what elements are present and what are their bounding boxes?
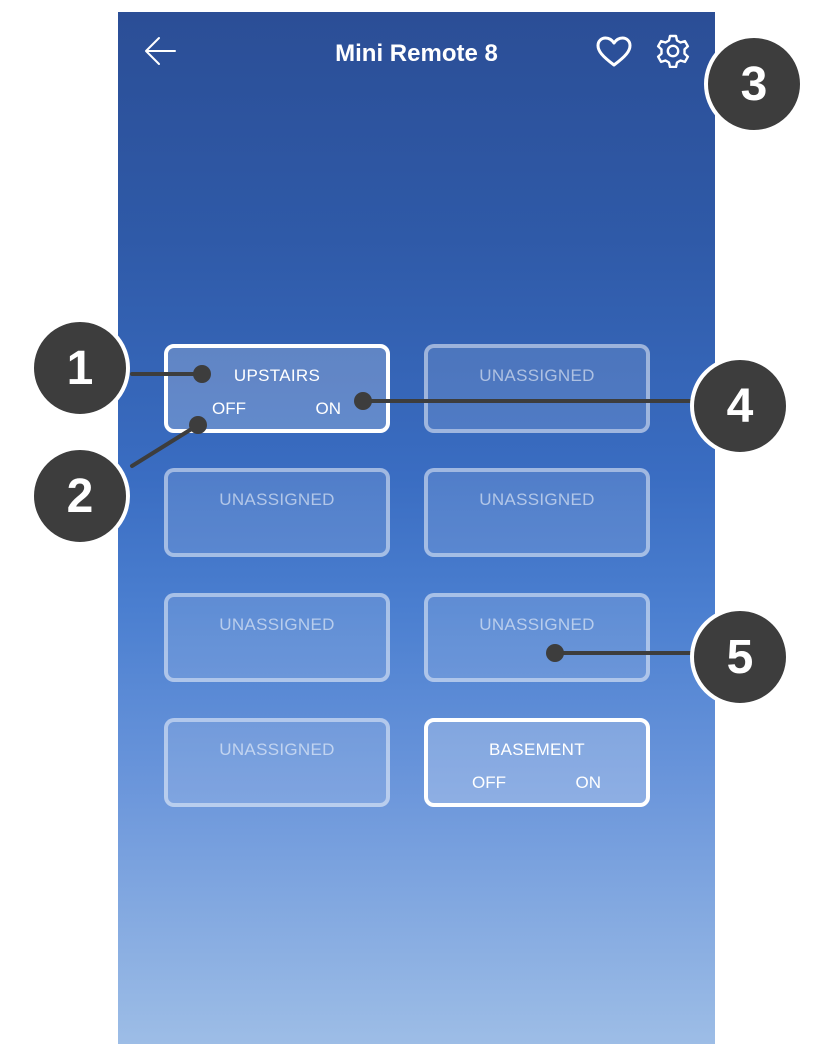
remote-button-6[interactable]: UNASSIGNED bbox=[424, 593, 650, 682]
remote-button-8[interactable]: BASEMENT OFF ON bbox=[424, 718, 650, 807]
app-screen: Mini Remote 8 bbox=[118, 12, 715, 1044]
back-arrow-icon[interactable] bbox=[143, 36, 177, 66]
remote-button-4[interactable]: UNASSIGNED bbox=[424, 468, 650, 557]
remote-button-1[interactable]: UPSTAIRS OFF ON bbox=[164, 344, 390, 433]
callout-2: 2 bbox=[30, 446, 130, 546]
button-label: BASEMENT bbox=[489, 740, 585, 759]
gear-icon[interactable] bbox=[656, 34, 690, 68]
off-label[interactable]: OFF bbox=[212, 399, 246, 418]
callout-3: 3 bbox=[704, 34, 804, 134]
button-label: UNASSIGNED bbox=[479, 490, 595, 509]
button-label: UNASSIGNED bbox=[219, 490, 335, 509]
button-label: UNASSIGNED bbox=[479, 366, 595, 385]
button-label: UPSTAIRS bbox=[233, 366, 321, 385]
button-label: UNASSIGNED bbox=[219, 615, 335, 634]
button-label: UNASSIGNED bbox=[219, 740, 335, 759]
heart-icon[interactable] bbox=[596, 36, 632, 68]
remote-button-7[interactable]: UNASSIGNED bbox=[164, 718, 390, 807]
on-label[interactable]: ON bbox=[575, 773, 602, 792]
callout-1: 1 bbox=[30, 318, 130, 418]
page-title: Mini Remote 8 bbox=[335, 40, 498, 67]
remote-button-5[interactable]: UNASSIGNED bbox=[164, 593, 390, 682]
remote-button-3[interactable]: UNASSIGNED bbox=[164, 468, 390, 557]
callout-5: 5 bbox=[690, 607, 790, 707]
off-label[interactable]: OFF bbox=[472, 773, 506, 792]
on-label[interactable]: ON bbox=[315, 399, 342, 418]
remote-button-2[interactable]: UNASSIGNED bbox=[424, 344, 650, 433]
callout-4: 4 bbox=[690, 356, 790, 456]
button-label: UNASSIGNED bbox=[479, 615, 595, 634]
